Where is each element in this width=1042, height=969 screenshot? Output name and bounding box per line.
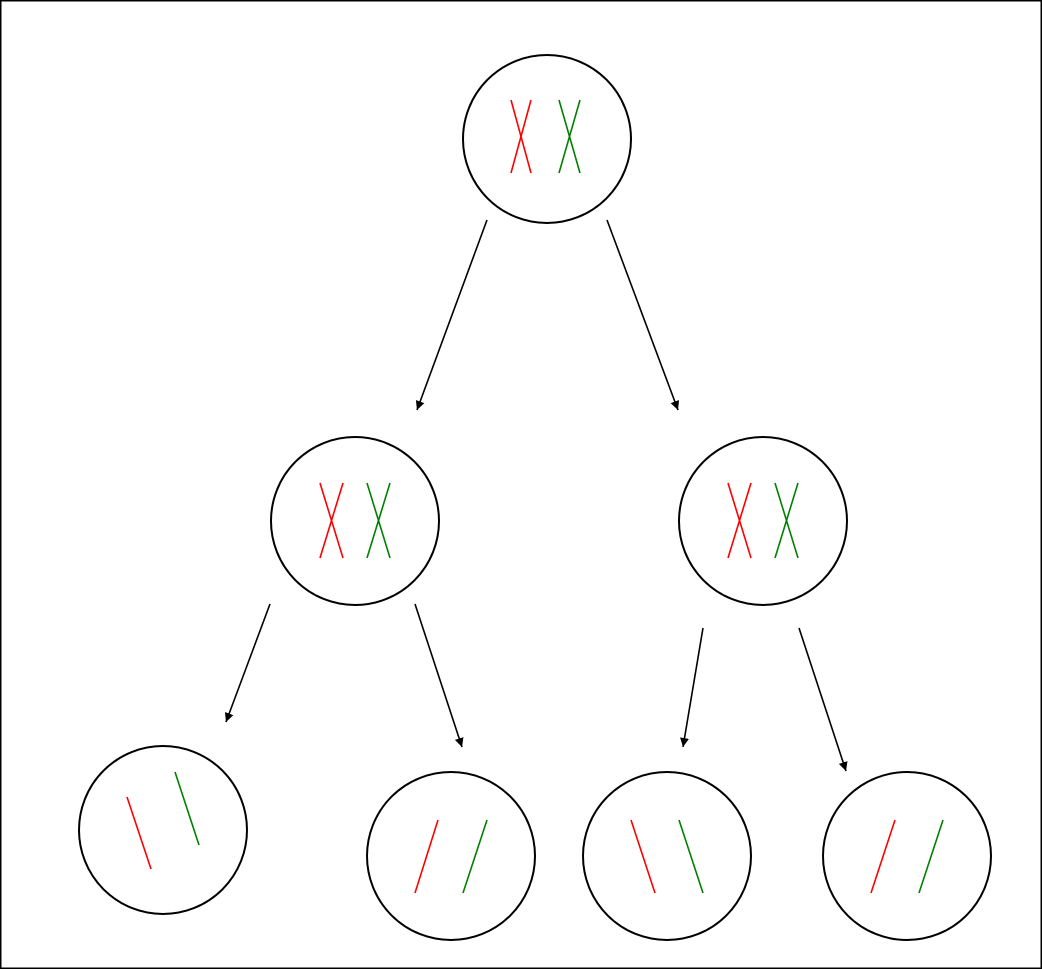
cell-daughter-2	[678, 436, 848, 606]
arrow-daughter-1-to-gamete-1	[224, 603, 271, 723]
cell-gamete-4	[822, 771, 992, 941]
chromosome-green-duplicated	[558, 99, 581, 174]
cell-outline	[678, 436, 848, 606]
chromosome-red-single	[630, 819, 656, 894]
arrow-daughter-2-to-gamete-4	[798, 627, 848, 772]
cell-parent	[462, 54, 632, 224]
cell-gamete-1	[78, 745, 248, 915]
cell-outline	[78, 745, 248, 915]
chromosome-green-single	[918, 819, 944, 894]
chromosome-green-single	[462, 819, 488, 894]
cell-outline	[582, 771, 752, 941]
cell-outline	[270, 436, 440, 606]
chromosome-green-duplicated	[366, 482, 391, 559]
chromosome-red-single	[414, 819, 439, 894]
cell-gamete-3	[582, 771, 752, 941]
chromosome-red-single	[126, 796, 152, 870]
chromosome-red-duplicated	[727, 482, 752, 559]
chromosome-red-duplicated	[510, 99, 532, 174]
cell-outline	[366, 771, 536, 941]
arrow-parent-to-daughter-1	[415, 219, 488, 411]
chromosome-red-duplicated	[319, 482, 344, 559]
cell-daughter-1	[270, 436, 440, 606]
cell-gamete-2	[366, 771, 536, 941]
chromosome-green-single	[174, 771, 200, 846]
chromosome-green-duplicated	[774, 482, 799, 559]
arrow-daughter-1-to-gamete-2	[414, 603, 464, 748]
chromosome-red-single	[870, 819, 896, 894]
arrow-parent-to-daughter-2	[606, 219, 680, 411]
arrow-daughter-2-to-gamete-3	[680, 627, 704, 748]
chromosome-green-single	[678, 819, 704, 894]
cell-outline	[822, 771, 992, 941]
cell-outline	[462, 54, 632, 224]
